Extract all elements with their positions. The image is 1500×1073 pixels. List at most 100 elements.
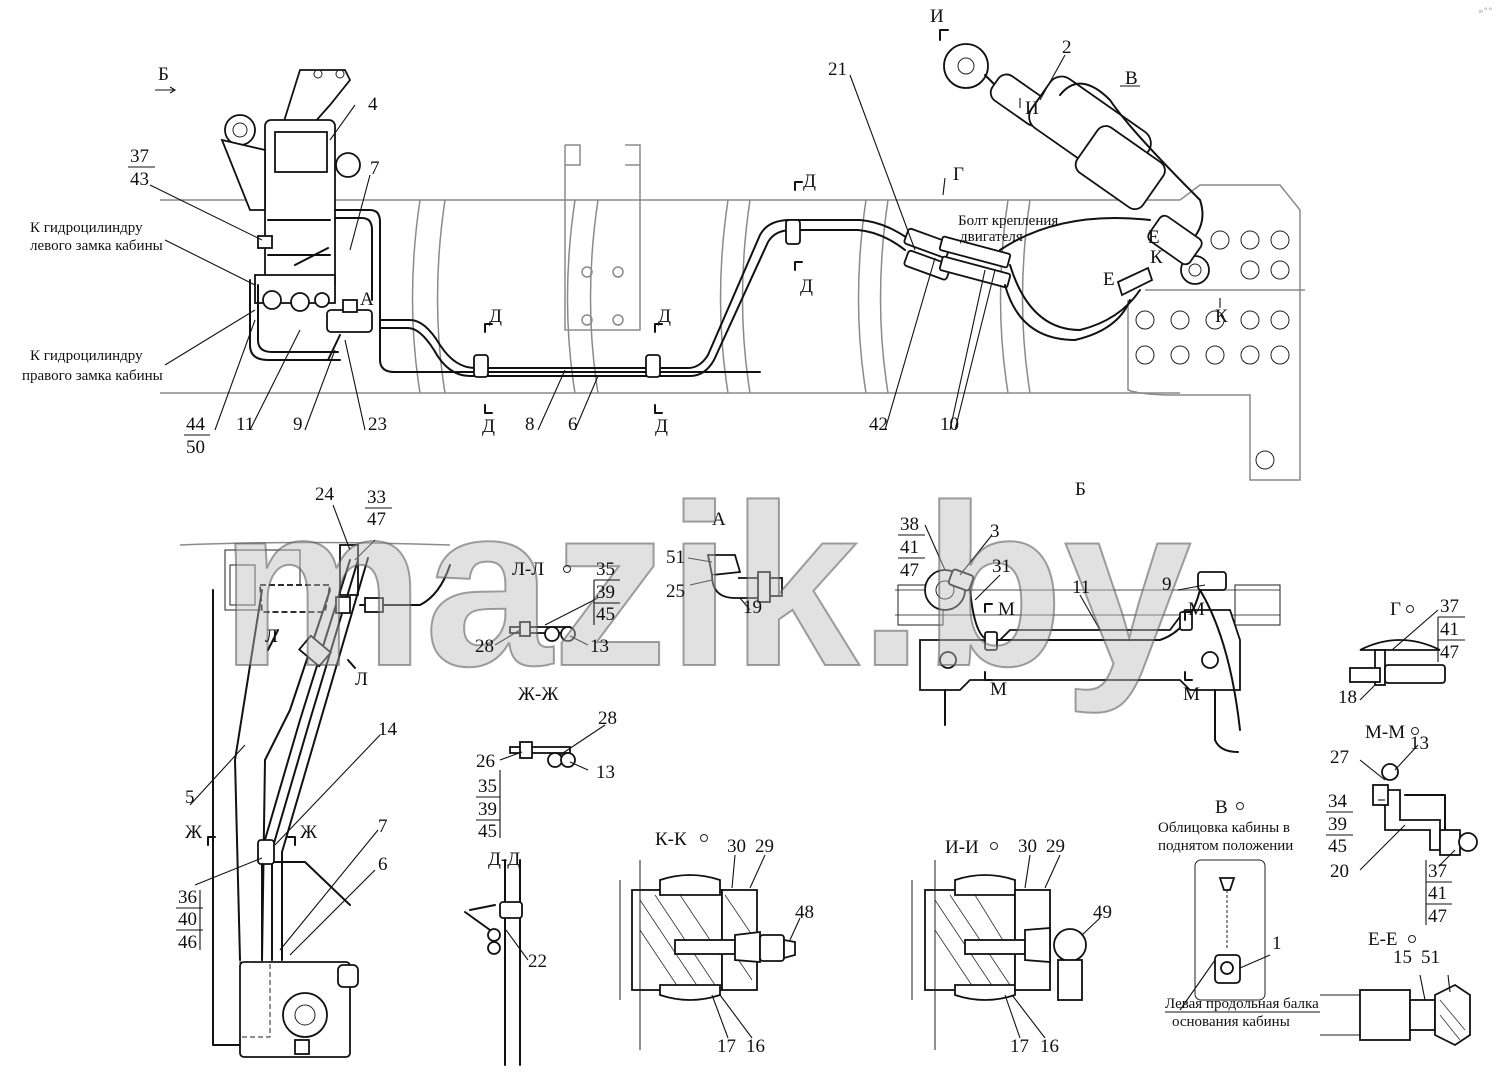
- callout-49: 49: [1093, 902, 1112, 923]
- section-ZhZh-detail: [499, 724, 606, 771]
- callout-15: 15: [1393, 947, 1412, 968]
- stack-35-39-45a-0: 35: [596, 559, 615, 580]
- callout-22: 22: [528, 951, 547, 972]
- note-cab-trim-line1: Облицовка кабины в: [1158, 820, 1290, 836]
- callout-13-zh: 13: [596, 762, 615, 783]
- section-kk: К-К: [655, 829, 687, 850]
- view-g-top: Г: [953, 164, 964, 185]
- section-LL-detail: [494, 597, 599, 646]
- stack-35-39-45b-1: 39: [478, 799, 497, 820]
- callout-29-ii: 29: [1046, 836, 1065, 857]
- callout-51-a: 51: [666, 547, 685, 568]
- callout-18: 18: [1338, 687, 1357, 708]
- callout-10: 10: [940, 414, 959, 435]
- stack-37-41-47b-0: 37: [1428, 861, 1447, 882]
- section-ee: Е-Е: [1368, 929, 1398, 950]
- mark-d6: Д: [655, 416, 668, 437]
- mark-m2: М: [990, 679, 1007, 700]
- callout-42: 42: [869, 414, 888, 435]
- section-mm: М-М: [1365, 722, 1405, 743]
- callout-6-mid: 6: [378, 854, 388, 875]
- section-ii: И-И: [945, 837, 979, 858]
- callout-1: 1: [1272, 933, 1282, 954]
- callout-28-ll: 28: [475, 636, 494, 657]
- section-mark-letters: Д Д Д Д Д Д Е Е К К И М М М М Л Л Ж Ж: [185, 98, 1228, 843]
- mark-e1: Е: [1148, 227, 1160, 248]
- view-a-top: А: [360, 289, 374, 310]
- callout-4: 4: [368, 94, 378, 115]
- mark-d5: Д: [482, 416, 495, 437]
- section-EE-fitting: [1320, 974, 1471, 1047]
- callout-29-kk: 29: [755, 836, 774, 857]
- mark-m3: М: [1188, 599, 1205, 620]
- callout-7-top: 7: [370, 158, 380, 179]
- section-II-bushing: [911, 854, 1101, 1050]
- watermark-text: mazik.by: [220, 457, 1192, 714]
- view-g: Г: [1390, 599, 1401, 620]
- notes: К гидроцилиндру левого замка кабины К ги…: [22, 213, 1320, 1030]
- callout-16-ii: 16: [1040, 1036, 1059, 1057]
- view-v-top: В: [1125, 68, 1138, 89]
- callout-9-mid: 9: [1162, 574, 1172, 595]
- view-b-mid: Б: [1075, 479, 1086, 500]
- stack-33-47-b: 47: [367, 509, 386, 530]
- stack-36-40-46-1: 40: [178, 909, 197, 930]
- section-ll: Л-Л: [512, 559, 544, 580]
- callout-3: 3: [990, 521, 1000, 542]
- stack-34-39-45-0: 34: [1328, 791, 1348, 812]
- callout-11-top: 11: [236, 414, 254, 435]
- callout-7-mid: 7: [378, 816, 388, 837]
- mark-e2: Е: [1103, 269, 1115, 290]
- view-B-cab-mount: [895, 524, 1281, 753]
- callout-leaders-mid-left: [189, 504, 381, 956]
- stack-44-50-b: 50: [186, 437, 205, 458]
- stack-37-41-47b-2: 47: [1428, 906, 1447, 927]
- callout-21: 21: [828, 59, 847, 80]
- callout-48: 48: [795, 902, 814, 923]
- note-left-lock-line2: левого замка кабины: [30, 238, 163, 254]
- note-right-lock-line1: К гидроцилиндру: [30, 348, 143, 364]
- callout-9-top: 9: [293, 414, 303, 435]
- frame-outline: [160, 144, 1305, 481]
- callout-30-ii: 30: [1018, 836, 1037, 857]
- section-DD-detail: [464, 859, 529, 1066]
- stack-38-41-47-1: 41: [900, 537, 919, 558]
- mark-m4: М: [1183, 684, 1200, 705]
- callout-numbers: 2 4 7 21 11 9 23 8 6 42 10 24 5 14 7 6 2…: [185, 37, 1440, 1057]
- mark-zh2: Ж: [300, 822, 318, 843]
- stack-36-40-46-0: 36: [178, 887, 197, 908]
- view-v: В: [1215, 797, 1228, 818]
- callout-14: 14: [378, 719, 398, 740]
- section-dd: Д-Д: [488, 849, 520, 870]
- mark-d1: Д: [803, 171, 816, 192]
- frame-bolt-holes: [1135, 230, 1290, 470]
- callout-25: 25: [666, 581, 685, 602]
- callout-27: 27: [1330, 747, 1349, 768]
- corner-mark: »°°: [1478, 7, 1493, 17]
- callout-17-ii: 17: [1010, 1036, 1029, 1057]
- callout-28-zh: 28: [598, 708, 617, 729]
- section-MM-bracket: [1359, 744, 1478, 871]
- callout-13-ll: 13: [590, 636, 609, 657]
- stacked-callouts: 37 43 44 50 33 47 35 39 45 35 39 45 38 4…: [128, 146, 1465, 953]
- stack-38-41-47-2: 47: [900, 560, 919, 581]
- callout-30-kk: 30: [727, 836, 746, 857]
- callout-20: 20: [1330, 861, 1349, 882]
- callout-17-kk: 17: [717, 1036, 736, 1057]
- side-view-pump-bracket: [179, 541, 451, 1058]
- stack-33-47-a: 33: [367, 487, 386, 508]
- section-arrows-top: [155, 29, 1221, 414]
- stack-34-39-45-2: 45: [1328, 836, 1347, 857]
- stack-37-41-47a-2: 47: [1440, 642, 1459, 663]
- mark-zh1: Ж: [185, 822, 203, 843]
- callout-13-mm: 13: [1410, 733, 1429, 754]
- stack-36-40-46-2: 46: [178, 932, 197, 953]
- pump-lines: [249, 209, 911, 378]
- stack-35-39-45b-2: 45: [478, 821, 497, 842]
- section-zhzh: Ж-Ж: [518, 684, 559, 705]
- callout-5: 5: [185, 787, 195, 808]
- view-i-top: И: [930, 6, 944, 27]
- callout-51-e: 51: [1421, 947, 1440, 968]
- view-A-elbow-fitting: [687, 554, 783, 611]
- mark-d4: Д: [658, 306, 671, 327]
